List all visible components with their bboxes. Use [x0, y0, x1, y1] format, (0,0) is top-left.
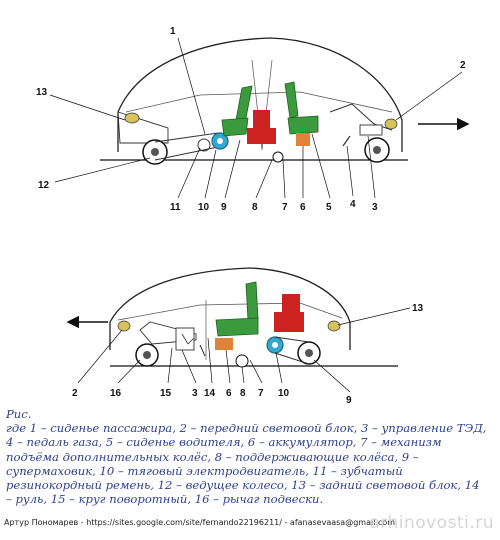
- top-belt: [154, 132, 219, 161]
- label-bottom-3: 3: [192, 388, 198, 399]
- top-front-wheel-hub: [373, 146, 381, 154]
- caption-line-3: подъёма дополнительных колёс, 8 – поддер…: [6, 449, 419, 464]
- top-body-outline: [117, 37, 403, 152]
- label-top-9: 9: [221, 202, 227, 213]
- label-top-11: 11: [170, 202, 181, 213]
- label-bottom-13: 13: [412, 303, 424, 314]
- top-drive-wheel-hub: [151, 148, 159, 156]
- label-top-13: 13: [36, 87, 48, 98]
- author-credit: Артур Пономарев - https://sites.google.c…: [4, 518, 396, 527]
- top-pulley: [197, 138, 211, 152]
- caption-line-5: резинокордный ремень, 12 – ведущее колес…: [6, 478, 480, 493]
- label-top-10: 10: [198, 202, 210, 213]
- bottom-battery-icon: [282, 294, 300, 312]
- label-bottom-14: 14: [204, 388, 216, 399]
- top-rear-box: [117, 111, 169, 144]
- label-top-4: 4: [350, 199, 356, 210]
- bottom-body-outline: [109, 267, 351, 350]
- top-passenger-seat-icon: [221, 117, 249, 137]
- top-support-wheel-icon: [272, 151, 284, 163]
- caption-line-2: 4 – педаль газа, 5 – сиденье водителя, 6…: [6, 435, 442, 450]
- label-top-6: 6: [300, 202, 306, 213]
- top-lift-mechanism-icon: [296, 133, 310, 146]
- bottom-window-line: [117, 302, 343, 321]
- label-bottom-8: 8: [240, 388, 246, 399]
- bottom-support-wheel-icon: [235, 354, 249, 368]
- label-bottom-16: 16: [110, 388, 122, 399]
- top-leaders: [49, 37, 463, 199]
- top-driver-seat-back: [284, 81, 299, 119]
- caption-line-1: где 1 – сиденье пассажира, 2 – передний …: [6, 421, 487, 436]
- top-control-box: [359, 124, 383, 136]
- top-window-line: [125, 91, 393, 113]
- bottom-drive-wheel-hub: [305, 349, 313, 357]
- caption-line-6: – руль, 15 – круг поворотный, 16 – рычаг…: [6, 492, 324, 507]
- label-top-3: 3: [372, 202, 378, 213]
- bottom-seat-icon: [215, 317, 259, 337]
- label-bottom-10: 10: [278, 388, 290, 399]
- bottom-vehicle: [66, 267, 411, 393]
- label-top-7: 7: [282, 202, 288, 213]
- label-bottom-2: 2: [72, 388, 78, 399]
- bottom-motor-hub: [272, 342, 278, 348]
- top-number-labels: 1 2 13 12 11 10 9 8 7 6 5 4 3: [36, 26, 466, 213]
- label-bottom-9: 9: [346, 395, 352, 405]
- top-vehicle: [49, 37, 470, 199]
- caption-line-4: супермаховик, 10 – тяговый электродвигат…: [6, 463, 403, 478]
- bottom-pedal-icon: [199, 344, 206, 357]
- bottom-belt: [274, 336, 310, 365]
- bottom-battery-base: [274, 312, 304, 332]
- label-top-5: 5: [326, 202, 332, 213]
- top-motor-hub: [217, 138, 223, 144]
- vehicle-diagram: 1 2 13 12 11 10 9 8 7 6 5 4 3 13 2 16 15…: [36, 26, 470, 405]
- top-driver-seat-icon: [287, 115, 319, 135]
- label-top-1: 1: [170, 26, 176, 37]
- top-battery-icon: [253, 110, 270, 128]
- label-bottom-6: 6: [226, 388, 232, 399]
- label-top-12: 12: [38, 180, 50, 191]
- bottom-turn-circle-mark: [181, 333, 195, 345]
- top-steering-rod: [329, 103, 393, 131]
- top-passenger-seat-back: [235, 85, 253, 121]
- bottom-seat-back: [245, 281, 259, 321]
- top-rear-light-icon: [124, 112, 140, 124]
- top-front-light-icon: [384, 118, 398, 130]
- top-battery-base: [247, 128, 276, 144]
- bottom-number-labels: 13 2 16 15 3 14 6 8 7 10 9: [72, 303, 424, 405]
- site-watermark: arhinovosti.ru: [369, 513, 494, 533]
- bottom-leaders: [77, 307, 411, 393]
- bottom-rear-light-icon: [327, 320, 341, 332]
- caption-heading: Рис.: [6, 407, 32, 421]
- bottom-front-light-icon: [117, 320, 131, 332]
- top-gas-pedal-icon: [342, 135, 351, 147]
- label-bottom-7: 7: [258, 388, 264, 399]
- bottom-front-wheel-hub: [143, 351, 151, 359]
- label-top-2: 2: [460, 60, 466, 71]
- label-top-8: 8: [252, 202, 258, 213]
- top-pillar: [251, 59, 273, 151]
- figure-caption: Рис. где 1 – сиденье пассажира, 2 – пере…: [6, 407, 496, 506]
- bottom-lift-mechanism-icon: [215, 338, 233, 350]
- label-bottom-15: 15: [160, 388, 172, 399]
